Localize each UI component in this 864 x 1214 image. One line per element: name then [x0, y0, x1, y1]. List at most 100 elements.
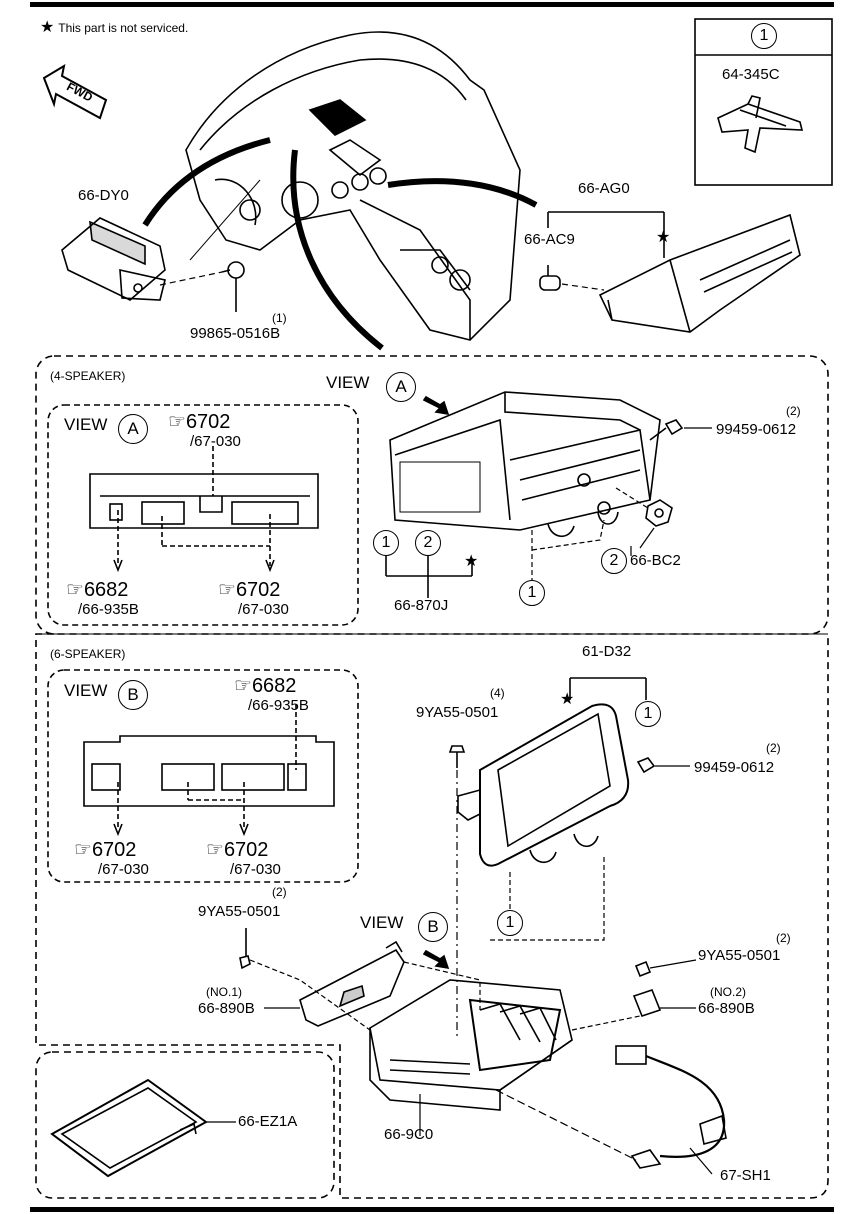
label-66ag0: 66-AG0: [578, 180, 630, 197]
legend-part: 64-345C: [722, 66, 780, 83]
label-9ya55-top-qty: (4): [490, 686, 505, 700]
inset-b-ref-right: ☞6702: [206, 839, 269, 861]
radio-unit-66ag0: [598, 213, 801, 333]
view-a-arrow-icon: [422, 395, 450, 416]
inset-a-sub-top: /67-030: [190, 433, 241, 450]
bulb-66ac9: [539, 265, 561, 291]
nut-66bc2: [645, 499, 673, 527]
label-66870j: 66-870J: [394, 597, 449, 614]
finger-icon: ☞: [66, 579, 84, 601]
forward-arrow-icon: [42, 63, 108, 120]
inset-b-view-letter: B: [118, 680, 148, 710]
inset-a-ref-top: ☞6702: [168, 411, 231, 433]
inset-a-view-word: VIEW: [64, 415, 108, 434]
screw-9ya55-display: [448, 745, 466, 768]
circle-2-bc2: 2: [601, 548, 627, 574]
label-66ac9: 66-AC9: [524, 231, 575, 248]
legend-num: 1: [751, 23, 777, 49]
label-99459-b: 99459-0612: [694, 759, 775, 776]
screw-99459-b: [636, 757, 656, 774]
label-669c0: 66-9C0: [384, 1126, 434, 1143]
finger-icon: ☞: [168, 411, 186, 433]
panel-6-speaker: [35, 633, 829, 1199]
finger-icon: ☞: [218, 579, 236, 601]
finger-icon: ☞: [234, 675, 252, 697]
inset-a-sub-right: /67-030: [238, 601, 289, 618]
harness-67sh1: [615, 1045, 727, 1169]
legend-box: [694, 18, 833, 186]
inset-a-ref-right: ☞6702: [218, 579, 281, 601]
panel-4-speaker: [35, 355, 829, 635]
panel-sd-card: [35, 1051, 335, 1199]
label-bracket2-no: (NO.2): [710, 985, 746, 999]
label-9ya55-left-qty: (2): [272, 885, 287, 899]
view-b-word: VIEW: [360, 913, 404, 932]
label-67sh1: 67-SH1: [720, 1167, 771, 1184]
head-unit-4-speaker: [389, 391, 661, 538]
inset-a-view-letter: A: [118, 414, 148, 444]
bracket-no1: [299, 940, 405, 1027]
finger-icon: ☞: [74, 839, 92, 861]
view-b-letter: B: [418, 912, 448, 942]
screw-9ya55-right: [634, 960, 652, 978]
view-a-letter: A: [386, 372, 416, 402]
top-rule: [30, 2, 834, 7]
label-9ya55-left: 9YA55-0501: [198, 903, 281, 920]
label-61d32: 61-D32: [582, 643, 632, 660]
star-icon: ★: [40, 17, 55, 36]
label-screw-qty: (1): [272, 311, 287, 325]
view-b-inset: [47, 669, 359, 883]
bottom-rule: [30, 1207, 834, 1212]
label-bracket1-no: (NO.1): [206, 985, 242, 999]
label-99865: 99865-0516B: [190, 325, 281, 342]
dashboard-illustration: [185, 31, 521, 341]
amplifier-66-9c0: [369, 979, 573, 1111]
label-66890b-1: 66-890B: [198, 1000, 255, 1017]
star-66870j-icon: ★: [464, 551, 478, 570]
module-66dy0: [61, 217, 166, 301]
connector-view-b: [83, 704, 335, 837]
connector-view-a: [89, 446, 319, 573]
view-b-arrow-icon: [422, 949, 450, 970]
inset-b-ref-left: ☞6702: [74, 839, 137, 861]
inset-b-ref-top: ☞6682: [234, 675, 297, 697]
screw-99865: [221, 261, 245, 312]
label-99459-a: 99459-0612: [716, 421, 797, 438]
screw-9ya55-left: [239, 928, 251, 970]
circle-1-a2: 1: [519, 580, 545, 606]
note: ★ This part is not serviced.: [40, 19, 188, 35]
inset-b-sub-left: /67-030: [98, 861, 149, 878]
inset-b-sub-right: /67-030: [230, 861, 281, 878]
inset-a-sub-left: /66-935B: [78, 601, 139, 618]
label-66ez1a: 66-EZ1A: [238, 1113, 298, 1130]
label-99459-qty: (2): [786, 404, 801, 418]
screw-99459-a: [649, 419, 684, 441]
label-9ya55-r2-qty: (2): [776, 931, 791, 945]
clip-icon: [717, 95, 804, 154]
view-a-word: VIEW: [326, 373, 370, 392]
title-4-speaker: (4-SPEAKER): [50, 369, 126, 383]
star-66ag0-icon: ★: [656, 227, 670, 246]
circle-2-a: 2: [415, 530, 441, 556]
note-text: This part is not serviced.: [58, 21, 189, 35]
label-66dy0: 66-DY0: [78, 187, 129, 204]
sd-card-66ez1a: [50, 1078, 208, 1178]
circle-1-amp: 1: [497, 910, 523, 936]
view-a-inset: [47, 404, 359, 626]
label-9ya55-r2: 9YA55-0501: [698, 947, 781, 964]
circle-1-a: 1: [373, 530, 399, 556]
circle-1-display: 1: [635, 701, 661, 727]
bracket-no2: [632, 989, 662, 1017]
title-6-speaker: (6-SPEAKER): [50, 647, 126, 661]
label-66bc2: 66-BC2: [630, 552, 681, 569]
label-9ya55-top: 9YA55-0501: [416, 704, 499, 721]
label-66890b-2: 66-890B: [698, 1000, 755, 1017]
finger-icon: ☞: [206, 839, 224, 861]
inset-b-sub-top: /66-935B: [248, 697, 309, 714]
inset-a-ref-left: ☞6682: [66, 579, 129, 601]
label-99459-b-qty: (2): [766, 741, 781, 755]
star-61d32-icon: ★: [560, 689, 574, 708]
inset-b-view-word: VIEW: [64, 681, 108, 700]
display-61d32: [457, 703, 630, 867]
